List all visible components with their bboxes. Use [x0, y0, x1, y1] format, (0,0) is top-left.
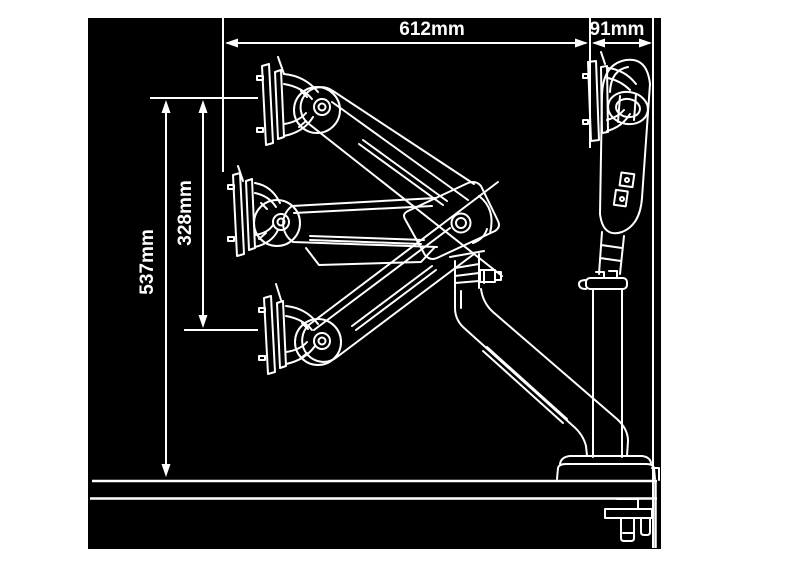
vesa-bracket-arcs: [283, 73, 319, 137]
pivot-inner: [317, 336, 327, 346]
lower-arm: [454, 288, 629, 457]
monitor-position-middle: [227, 165, 301, 257]
spring-ring-inner: [615, 97, 641, 119]
dim-arrow-down-icon: [198, 315, 208, 328]
dim-arrow-left-icon: [592, 38, 605, 48]
dim-arrow-up-icon: [198, 100, 208, 113]
desk-surface: [90, 479, 657, 548]
pivot-inner: [317, 102, 327, 112]
adjuster-dot: [624, 177, 630, 183]
arm-detail: [293, 205, 433, 245]
dimension-extension-lines: [150, 18, 654, 548]
panel-tabs: [258, 283, 282, 361]
dim-depth-folded-label: 91mm: [590, 19, 645, 40]
elbow-pivot-inner: [455, 217, 467, 229]
adjuster-blocks: [612, 171, 636, 208]
dim-arrow-down-icon: [161, 464, 171, 477]
desk-lines: [90, 479, 657, 548]
vesa-bracket-arcs: [285, 305, 319, 365]
adjuster-dot: [619, 196, 625, 202]
dim-arrow-right-icon: [575, 38, 588, 48]
arm-detail: [313, 227, 451, 331]
dim-height-total-label: 537mm: [137, 229, 158, 295]
elbow-arcs: [472, 195, 493, 244]
panel-tabs: [582, 51, 606, 125]
arm-body: [599, 58, 651, 235]
vesa-bracket-arcs: [254, 182, 281, 248]
monitor-side-panel: [263, 295, 287, 375]
pivot-outer: [272, 213, 290, 231]
monitor-position-top: [256, 56, 341, 146]
pivot-outer: [313, 98, 331, 116]
dim-depth-folded: 91mm: [590, 19, 652, 48]
elbow-pivot-outer: [450, 212, 472, 234]
dim-width-total: 612mm: [225, 19, 588, 48]
elbow-joint: [403, 181, 500, 260]
arm-outline: [301, 181, 499, 363]
elbow-riser: [449, 250, 502, 289]
pivot-housing: [253, 199, 301, 247]
dim-height-adjust: 328mm: [175, 100, 208, 328]
pole-lines: [592, 288, 623, 458]
lower-arm-outline: [454, 288, 629, 457]
panel-tabs: [256, 56, 285, 133]
lower-arm-slit: [460, 290, 568, 424]
monitor-position-bottom: [258, 283, 342, 375]
housing-notches: [258, 202, 268, 240]
pivot-inner: [276, 217, 286, 227]
upper-arm-lowered: [301, 181, 499, 363]
arm-detail: [331, 101, 469, 206]
dim-arrow-right-icon: [639, 38, 652, 48]
arm-pole: [578, 270, 628, 458]
panel-tabs: [227, 165, 244, 242]
arm-underside: [305, 247, 435, 266]
pole-collar: [585, 277, 628, 290]
spring-ring-outer: [607, 90, 649, 126]
pivot-outer: [313, 332, 331, 350]
dim-arrow-up-icon: [161, 100, 171, 113]
extension-lines: [150, 18, 654, 548]
vesa-bracket-arcs: [606, 67, 637, 132]
pole-collar-ear: [578, 279, 587, 290]
dim-height-total: 537mm: [137, 100, 171, 477]
arm-neck: [598, 231, 625, 275]
dim-height-adjust-label: 328mm: [175, 180, 196, 246]
elbow-housing: [403, 181, 500, 260]
folded-arm-position: [582, 51, 651, 275]
dim-arrow-left-icon: [225, 38, 238, 48]
riser-knob: [479, 269, 502, 284]
housing-notches: [298, 90, 308, 128]
dim-width-total-label: 612mm: [399, 19, 465, 40]
monitor-side-panel: [232, 172, 256, 257]
